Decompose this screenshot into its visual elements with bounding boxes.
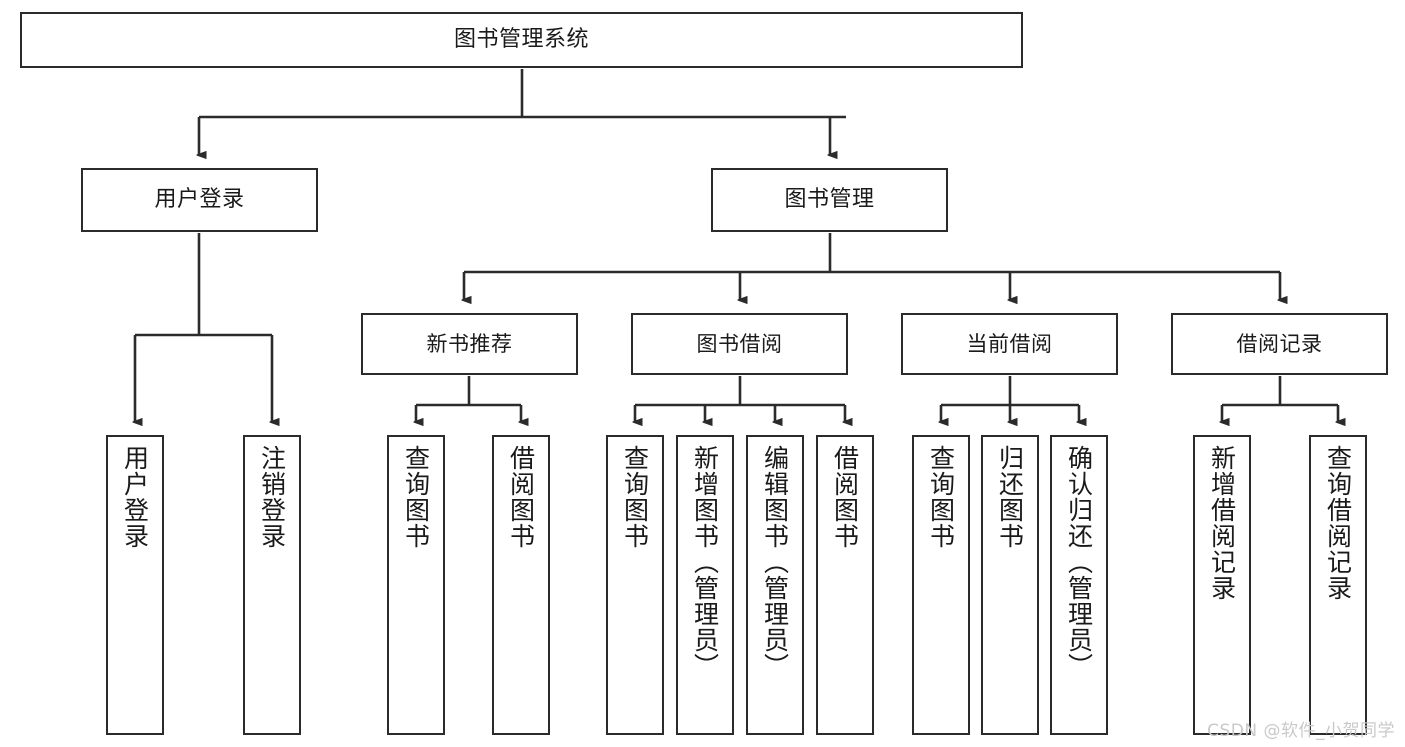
node-label: 用户登录 [154, 187, 245, 213]
node-label: 用户登录 [120, 445, 150, 549]
leaf-record-add-borrow-record[interactable]: 新增借阅记录 [1193, 435, 1251, 735]
node-book-borrow[interactable]: 图书借阅 [631, 313, 848, 375]
node-new-book-recommendation[interactable]: 新书推荐 [361, 313, 578, 375]
node-label: 新增图书（管理员） [690, 445, 720, 679]
node-book-management[interactable]: 图书管理 [711, 168, 948, 232]
node-borrow-record[interactable]: 借阅记录 [1171, 313, 1388, 375]
node-root-book-management-system[interactable]: 图书管理系统 [20, 12, 1023, 68]
node-label: 借阅图书 [830, 445, 860, 549]
leaf-borrow-query-book[interactable]: 查询图书 [606, 435, 664, 735]
node-label: 确认归还（管理员） [1064, 445, 1094, 679]
node-label: 当前借阅 [966, 331, 1053, 356]
node-label: 新书推荐 [426, 331, 513, 356]
node-current-borrow[interactable]: 当前借阅 [901, 313, 1118, 375]
csdn-watermark: CSDN @软件_小贺同学 [1207, 721, 1395, 741]
node-user-login[interactable]: 用户登录 [81, 168, 318, 232]
node-label: 注销登录 [257, 445, 287, 549]
leaf-borrow-edit-book-admin[interactable]: 编辑图书（管理员） [746, 435, 804, 735]
node-label: 图书管理 [784, 187, 875, 213]
leaf-recommend-query-book[interactable]: 查询图书 [387, 435, 445, 735]
node-label: 图书管理系统 [453, 27, 589, 53]
node-label: 新增借阅记录 [1207, 445, 1237, 601]
leaf-borrow-borrow-book[interactable]: 借阅图书 [816, 435, 874, 735]
leaf-current-confirm-return-admin[interactable]: 确认归还（管理员） [1050, 435, 1108, 735]
leaf-borrow-add-book-admin[interactable]: 新增图书（管理员） [676, 435, 734, 735]
leaf-user-login[interactable]: 用户登录 [106, 435, 164, 735]
leaf-user-logout[interactable]: 注销登录 [243, 435, 301, 735]
node-label: 查询借阅记录 [1323, 445, 1353, 601]
node-label: 借阅图书 [506, 445, 536, 549]
leaf-record-query-borrow-record[interactable]: 查询借阅记录 [1309, 435, 1367, 735]
leaf-current-return-book[interactable]: 归还图书 [981, 435, 1039, 735]
node-label: 归还图书 [995, 445, 1025, 549]
leaf-current-query-book[interactable]: 查询图书 [912, 435, 970, 735]
node-label: 查询图书 [926, 445, 956, 549]
node-label: 图书借阅 [696, 331, 783, 356]
node-label: 查询图书 [401, 445, 431, 549]
node-label: 编辑图书（管理员） [760, 445, 790, 679]
node-label: 查询图书 [620, 445, 650, 549]
leaf-recommend-borrow-book[interactable]: 借阅图书 [492, 435, 550, 735]
node-label: 借阅记录 [1236, 331, 1323, 356]
